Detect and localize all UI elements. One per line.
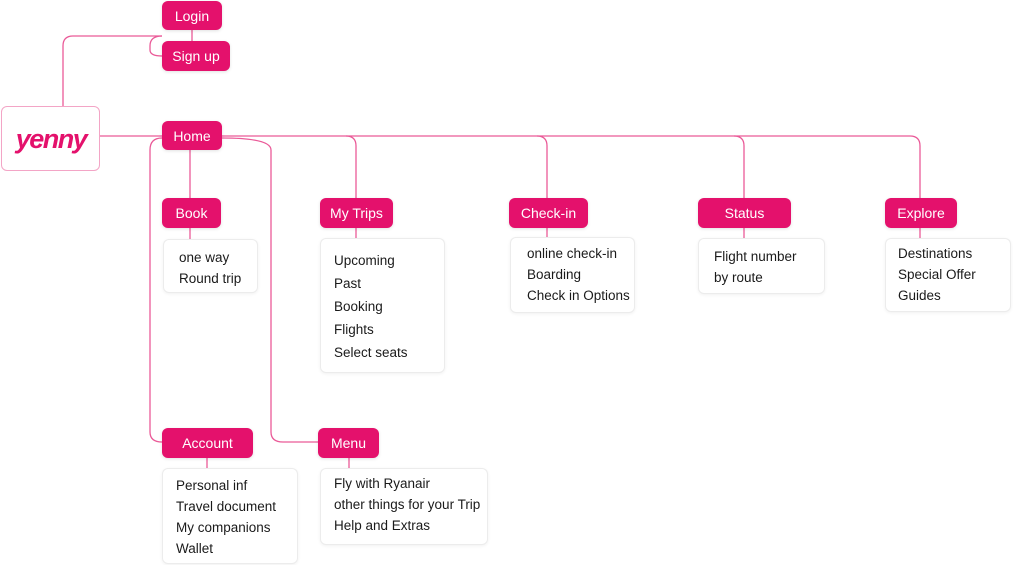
list-item[interactable]: Destinations	[898, 246, 973, 261]
list-item[interactable]: Help and Extras	[334, 518, 431, 533]
list-item[interactable]: Special Offer	[898, 267, 976, 282]
home-label: Home	[173, 127, 211, 144]
connector-trips	[345, 135, 357, 198]
book-title: Book	[175, 205, 208, 221]
connector-menu	[221, 137, 318, 443]
list-item[interactable]: Booking	[334, 299, 383, 314]
explore-title: Explore	[897, 205, 945, 221]
list-item[interactable]: My companions	[176, 520, 271, 535]
account-card: Personal inf Travel document My companio…	[162, 468, 298, 564]
list-item[interactable]: other things for your Trip	[334, 497, 481, 512]
signup-label: Sign up	[172, 48, 220, 64]
connector-branch-login	[149, 35, 163, 57]
status-node[interactable]: Status	[698, 198, 791, 228]
list-item[interactable]: Check in Options	[527, 288, 630, 303]
check-in-title: Check-in	[520, 205, 577, 221]
menu-title: Menu	[330, 435, 367, 451]
home-node[interactable]: Home	[162, 121, 222, 150]
my-trips-title: My Trips	[330, 205, 383, 221]
list-item[interactable]: Select seats	[334, 345, 408, 360]
menu-card: Fly with Ryanair other things for your T…	[320, 468, 488, 545]
status-title: Status	[724, 205, 765, 221]
explore-card: Destinations Special Offer Guides	[885, 238, 1011, 312]
list-item[interactable]: Boarding	[527, 267, 582, 282]
list-item[interactable]: Travel document	[176, 499, 277, 514]
menu-node[interactable]: Menu	[318, 428, 379, 458]
login-button[interactable]: Login	[162, 1, 222, 30]
connector-checkin	[536, 135, 548, 198]
explore-node[interactable]: Explore	[885, 198, 957, 228]
signup-button[interactable]: Sign up	[162, 41, 230, 71]
brand-logo[interactable]: yenny	[1, 106, 100, 171]
my-trips-card: Upcoming Past Booking Flights Select sea…	[320, 238, 445, 373]
connector-account	[149, 137, 163, 443]
connector-status	[733, 135, 745, 198]
list-item[interactable]: by route	[714, 270, 763, 285]
list-item[interactable]: Round trip	[179, 271, 242, 286]
book-node[interactable]: Book	[162, 198, 221, 228]
list-item[interactable]: one way	[179, 250, 230, 265]
connector-home-bus	[222, 135, 921, 198]
account-node[interactable]: Account	[162, 428, 253, 458]
book-card: one way Round trip	[163, 239, 258, 293]
login-label: Login	[174, 7, 210, 24]
list-item[interactable]: online check-in	[527, 246, 618, 261]
list-item[interactable]: Flights	[334, 322, 374, 337]
my-trips-node[interactable]: My Trips	[320, 198, 393, 228]
connector-logo-auth	[62, 35, 162, 106]
check-in-card: online check-in Boarding Check in Option…	[510, 237, 635, 313]
list-item[interactable]: Fly with Ryanair	[334, 476, 431, 491]
list-item[interactable]: Past	[334, 276, 362, 291]
check-in-node[interactable]: Check-in	[509, 198, 588, 228]
logo-text: yenny	[13, 124, 89, 154]
list-item[interactable]: Guides	[898, 288, 941, 303]
list-item[interactable]: Flight number	[714, 249, 797, 264]
list-item[interactable]: Upcoming	[334, 253, 395, 268]
list-item[interactable]: Personal inf	[176, 478, 248, 493]
status-card: Flight number by route	[698, 238, 825, 294]
yenny-logo: yenny	[13, 124, 91, 154]
list-item[interactable]: Wallet	[176, 541, 214, 556]
account-title: Account	[182, 435, 233, 451]
